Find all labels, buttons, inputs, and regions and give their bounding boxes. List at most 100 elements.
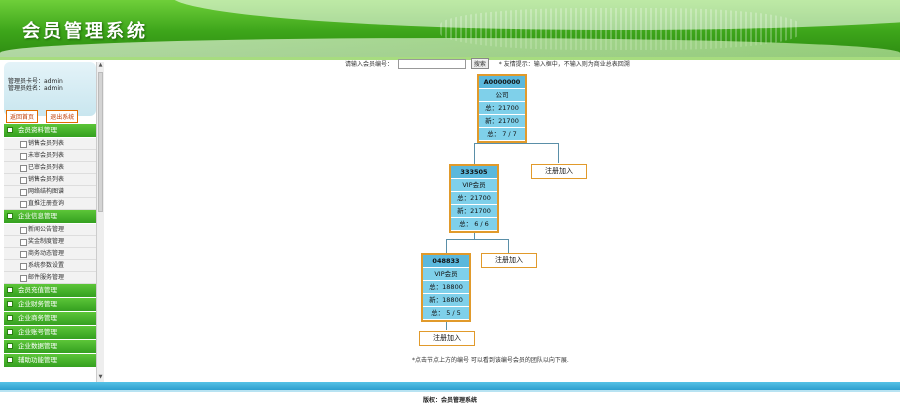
menu-item-checkbox-icon — [20, 251, 27, 258]
tree-connector — [474, 143, 558, 144]
menu-group-icon — [7, 329, 13, 335]
menu-group-icon — [7, 127, 13, 133]
menu-group-label: 企业商务管理 — [18, 314, 57, 322]
menu-item-checkbox-icon — [20, 239, 27, 246]
menu-item-checkbox-icon — [20, 177, 27, 184]
header-banner: 会员管理系统 — [0, 0, 900, 57]
menu-group-icon — [7, 287, 13, 293]
footer-bar — [0, 382, 900, 390]
menu-item[interactable]: 邮件服务管理 — [4, 272, 96, 284]
node-new: 新：21700 — [479, 115, 525, 128]
register-join-button[interactable]: 注册加入 — [531, 164, 587, 179]
menu-item-label: 已审会员列表 — [28, 164, 65, 171]
menu-item[interactable]: 未审会员列表 — [4, 150, 96, 162]
scroll-thumb[interactable] — [98, 72, 103, 212]
menu-item-checkbox-icon — [20, 165, 27, 172]
tree-note: *点击节点上方的编号 可以看到该编号会员的团队以向下展. — [412, 357, 569, 364]
admin-name-label: 管理员姓名：admin — [8, 85, 63, 92]
menu-item-label: 直推注册查询 — [28, 200, 65, 207]
scroll-down-arrow-icon[interactable]: ▼ — [98, 374, 103, 380]
tree-connector — [446, 239, 508, 240]
search-hint: * 友情提示：输入框中，不输入则为商业总表回溯 — [498, 61, 630, 68]
tree-connector — [446, 318, 447, 330]
node-count: 总： 7 / 7 — [479, 128, 525, 141]
app-title: 会员管理系统 — [22, 21, 148, 42]
node-total: 总：21700 — [479, 102, 525, 115]
tree-node-child: 333505 VIP会员 总：21700 新：21700 总： 6 / 6 — [449, 164, 499, 233]
footer-divider — [0, 390, 900, 392]
header-wave — [0, 38, 900, 57]
menu-group[interactable]: 企业财务管理 — [4, 298, 96, 312]
search-button[interactable]: 搜索 — [470, 58, 489, 69]
menu-item-label: 邮件服务管理 — [28, 274, 65, 281]
member-id-input[interactable] — [397, 58, 466, 69]
menu-group[interactable]: 企业数据管理 — [4, 340, 96, 354]
copyright: 版权：会员管理系统 — [422, 397, 477, 404]
menu-group[interactable]: 企业商务管理 — [4, 312, 96, 326]
sidebar-buttons: 返回首页 退出系统 — [6, 110, 84, 123]
node-new: 新：21700 — [451, 205, 497, 218]
menu-item[interactable]: 网络结构图谱 — [4, 186, 96, 198]
menu-group-icon — [7, 343, 13, 349]
menu-group[interactable]: 会员资料管理 — [4, 124, 96, 138]
menu-item-label: 销售会员列表 — [28, 140, 65, 147]
menu-item[interactable]: 新闻公告管理 — [4, 224, 96, 236]
menu-item-checkbox-icon — [20, 141, 27, 148]
menu-group[interactable]: 会员充值管理 — [4, 284, 96, 298]
node-new: 新：18800 — [423, 294, 469, 307]
home-button[interactable]: 返回首页 — [6, 110, 39, 123]
node-count: 总： 5 / 5 — [423, 307, 469, 320]
logout-button[interactable]: 退出系统 — [46, 110, 79, 123]
register-join-button[interactable]: 注册加入 — [481, 253, 537, 268]
tree-node-root: A0000000 公司 总：21700 新：21700 总： 7 / 7 — [477, 74, 527, 143]
scroll-up-arrow-icon[interactable]: ▲ — [98, 62, 103, 68]
menu-group[interactable]: 企业账号管理 — [4, 326, 96, 340]
tree-connector — [558, 143, 559, 163]
menu-item-checkbox-icon — [20, 227, 27, 234]
node-member-id[interactable]: 048833 — [423, 255, 469, 268]
node-member-id[interactable]: 333505 — [451, 166, 497, 179]
register-join-button[interactable]: 注册加入 — [419, 331, 475, 346]
menu-group-label: 企业财务管理 — [18, 300, 57, 308]
menu-item-label: 奖金制度管理 — [28, 238, 65, 245]
menu-group-icon — [7, 301, 13, 307]
menu-item-checkbox-icon — [20, 263, 27, 270]
tree-connector — [474, 228, 475, 239]
tree-connector — [474, 143, 475, 164]
admin-card-label: 管理员卡号：admin — [8, 78, 63, 85]
node-level: 公司 — [479, 89, 525, 102]
menu-item[interactable]: 商务动态管理 — [4, 248, 96, 260]
menu-item[interactable]: 销售会员列表 — [4, 174, 96, 186]
menu-group-label: 企业数据管理 — [18, 342, 57, 350]
menu-item-label: 商务动态管理 — [28, 250, 65, 257]
menu-item-checkbox-icon — [20, 275, 27, 282]
menu-item-checkbox-icon — [20, 201, 27, 208]
tree-connector — [508, 239, 509, 253]
menu-group-icon — [7, 315, 13, 321]
menu-item-label: 新闻公告管理 — [28, 226, 65, 233]
sidebar-menu: 会员资料管理销售会员列表未审会员列表已审会员列表销售会员列表网络结构图谱直推注册… — [4, 124, 96, 368]
user-info-box: 管理员卡号：admin 管理员姓名：admin — [4, 62, 96, 116]
menu-group-label: 企业信息管理 — [18, 212, 57, 220]
menu-item[interactable]: 奖金制度管理 — [4, 236, 96, 248]
menu-item[interactable]: 销售会员列表 — [4, 138, 96, 150]
menu-item-label: 销售会员列表 — [28, 176, 65, 183]
node-member-id[interactable]: A0000000 — [479, 76, 525, 89]
menu-item[interactable]: 系统参数设置 — [4, 260, 96, 272]
sidebar: 管理员卡号：admin 管理员姓名：admin 返回首页 退出系统 会员资料管理… — [2, 62, 104, 382]
menu-group[interactable]: 辅助功能管理 — [4, 354, 96, 368]
node-level: VIP会员 — [423, 268, 469, 281]
menu-item-label: 网络结构图谱 — [28, 188, 65, 195]
menu-group-icon — [7, 357, 13, 363]
menu-group[interactable]: 企业信息管理 — [4, 210, 96, 224]
sidebar-scrollbar[interactable]: ▲ ▼ — [96, 62, 104, 382]
menu-item[interactable]: 直推注册查询 — [4, 198, 96, 210]
menu-item-label: 系统参数设置 — [28, 262, 65, 269]
menu-group-icon — [7, 213, 13, 219]
menu-item-checkbox-icon — [20, 189, 27, 196]
node-count: 总： 6 / 6 — [451, 218, 497, 231]
tree-connector — [446, 239, 447, 253]
node-total: 总：18800 — [423, 281, 469, 294]
tree-node-grandchild: 048833 VIP会员 总：18800 新：18800 总： 5 / 5 — [421, 253, 471, 322]
menu-item[interactable]: 已审会员列表 — [4, 162, 96, 174]
